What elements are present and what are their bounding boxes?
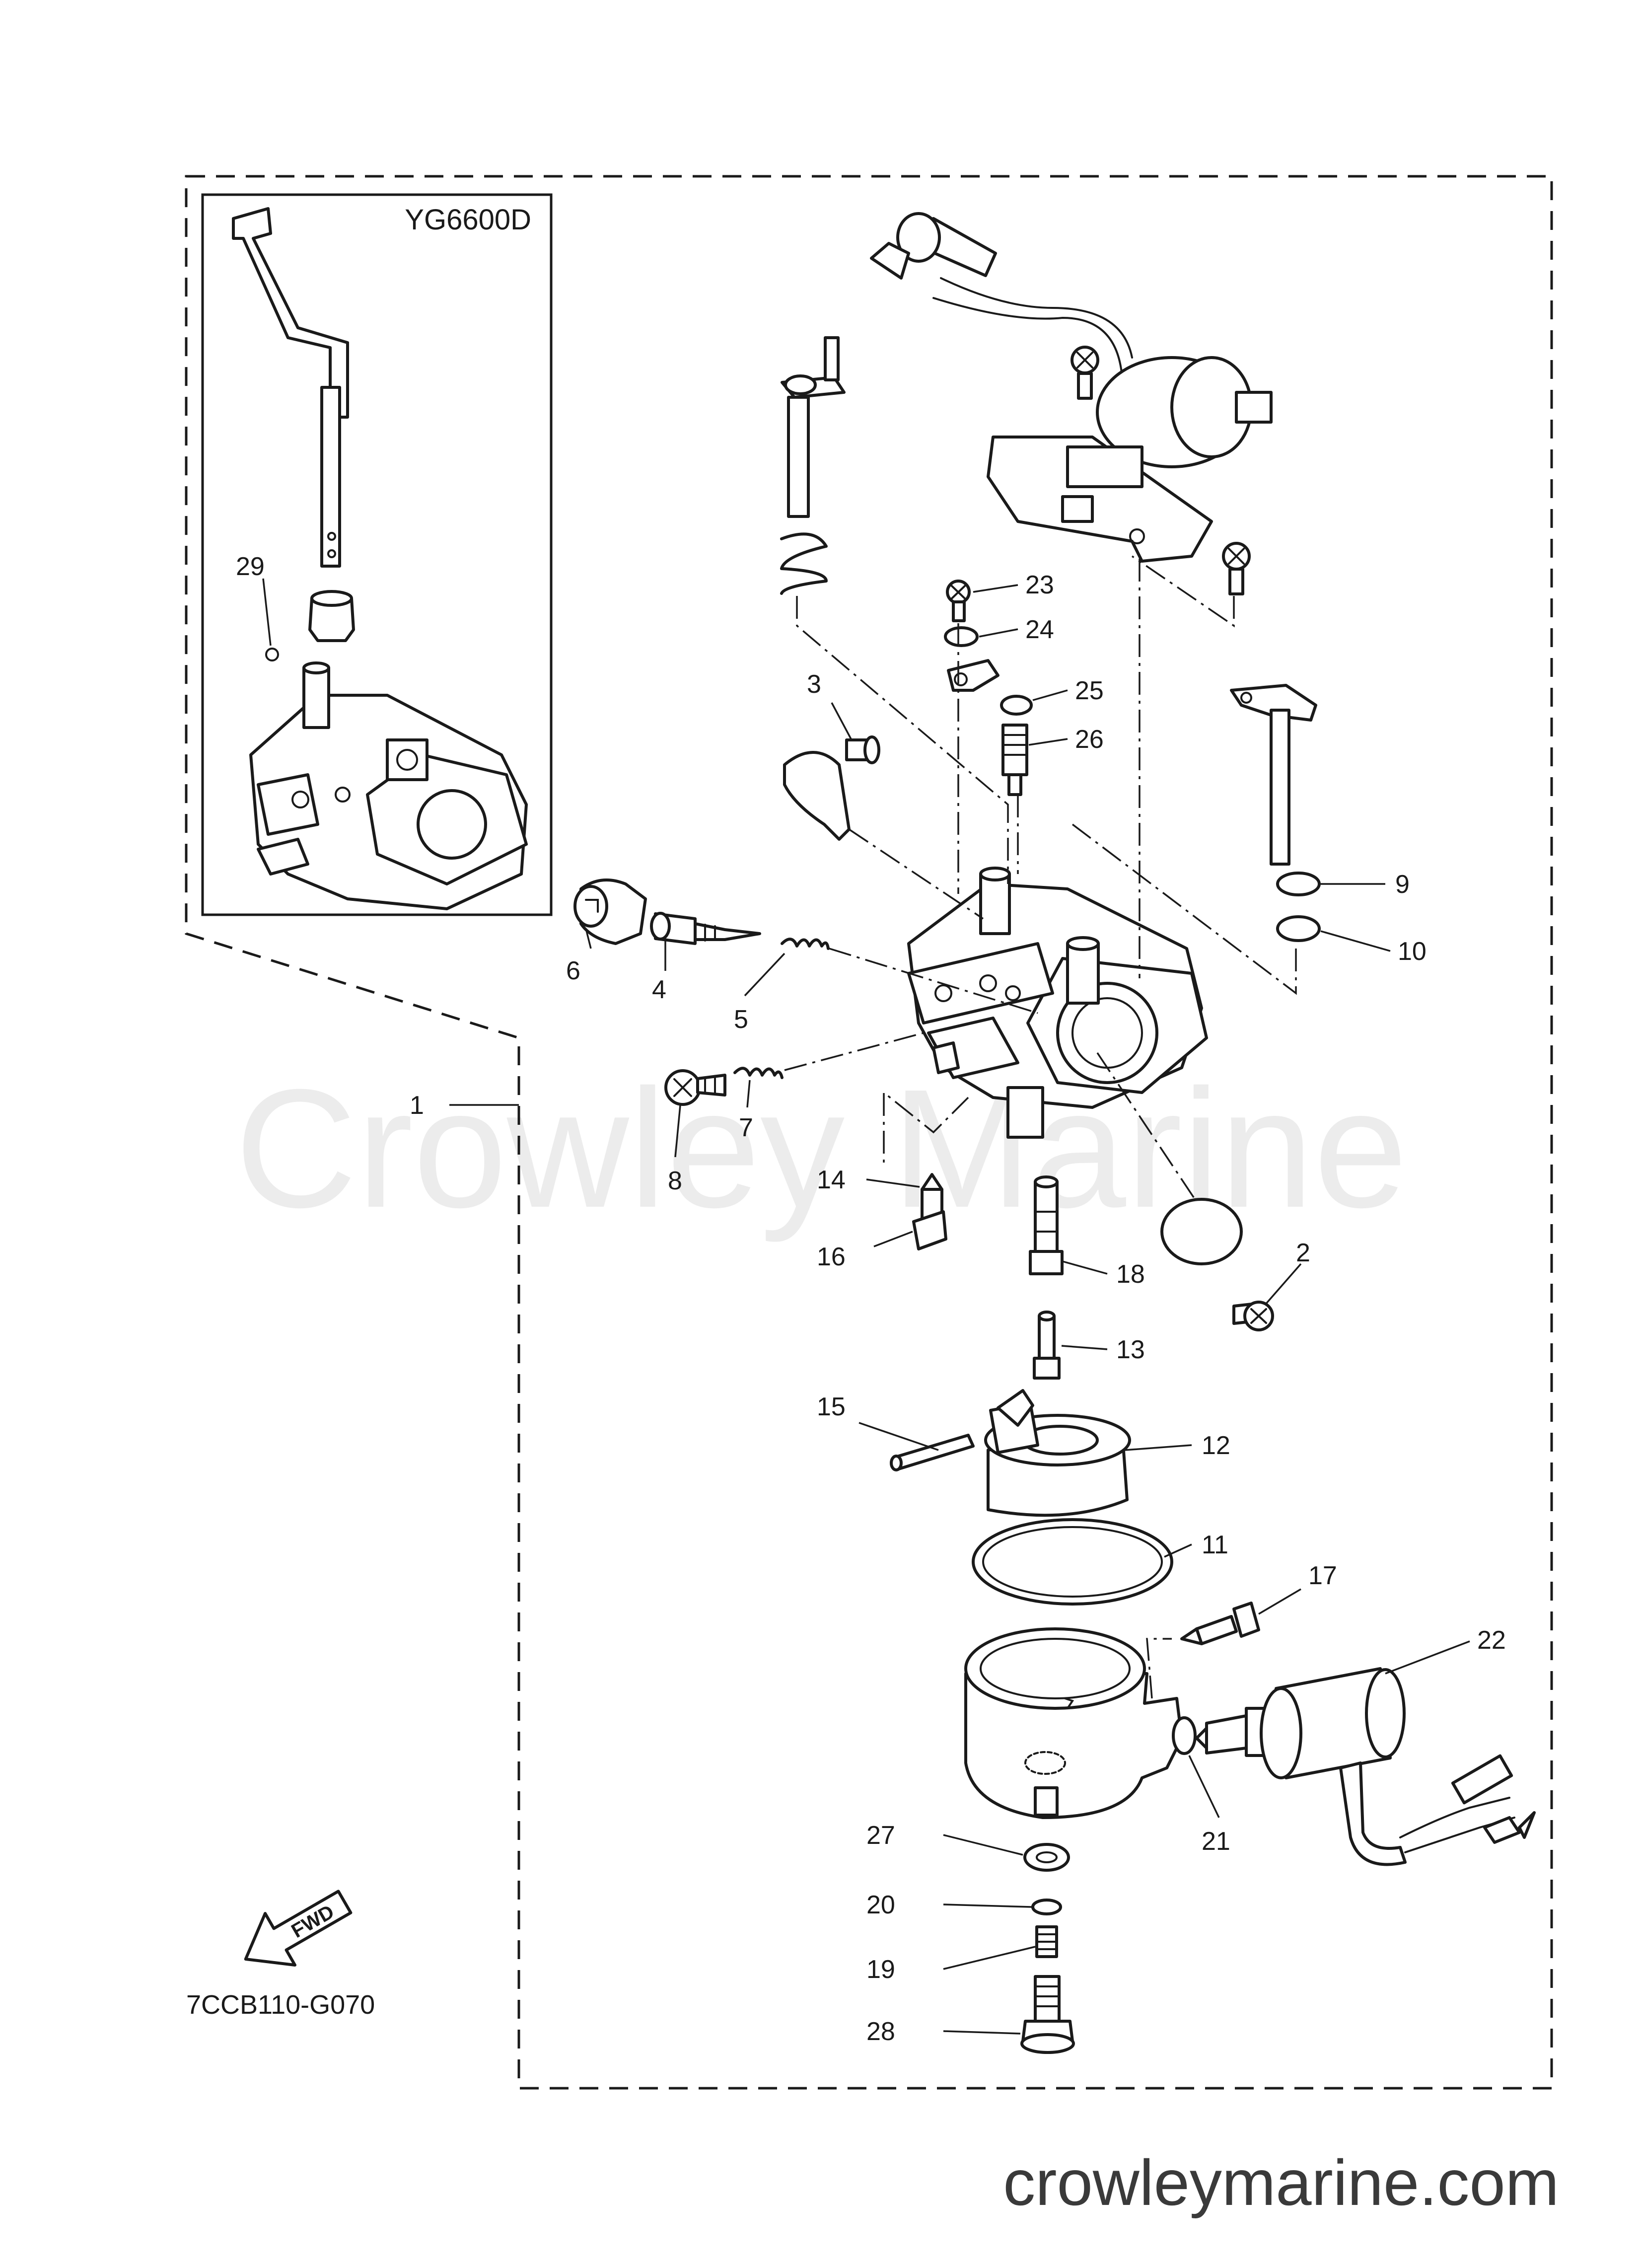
part-10-seal <box>1276 915 1321 942</box>
callout-9: 9 <box>1395 870 1410 899</box>
part-24b-plate <box>947 659 999 692</box>
callout-4: 4 <box>652 975 666 1004</box>
part-28-drain-bolt <box>1020 1975 1075 2054</box>
callout-18: 18 <box>1116 1260 1145 1289</box>
callout-8: 8 <box>668 1167 682 1195</box>
callout-10: 10 <box>1398 937 1427 966</box>
part-14-float-needle <box>921 1173 943 1221</box>
fwd-arrow: FWD <box>244 1890 353 1967</box>
callout-2: 2 <box>1296 1239 1310 1267</box>
carburetor-body <box>907 867 1208 1139</box>
callout-23: 23 <box>1025 571 1054 599</box>
callout-22: 22 <box>1477 1626 1506 1655</box>
callout-25: 25 <box>1075 676 1104 705</box>
part-26-valve <box>1001 724 1028 796</box>
part-16-clip <box>912 1210 947 1250</box>
part-9-seal <box>1276 872 1321 896</box>
callout-26: 26 <box>1075 725 1104 754</box>
footer-url: crowleymarine.com <box>1003 2146 1559 2219</box>
inset-cap <box>308 590 355 642</box>
part-27-gasket <box>1023 1843 1070 1872</box>
part-17-screw <box>1180 1602 1260 1645</box>
part-13-main-jet <box>1033 1311 1061 1380</box>
screw-top-1 <box>1071 346 1099 400</box>
callout-labels: 1 2 3 4 5 6 7 8 9 10 11 12 13 14 15 16 1… <box>236 552 1506 2046</box>
callout-7: 7 <box>739 1113 753 1142</box>
callout-5: 5 <box>734 1005 748 1034</box>
callout-11: 11 <box>1202 1531 1228 1559</box>
callout-16: 16 <box>817 1243 846 1271</box>
inset-box <box>201 193 553 916</box>
callout-17: 17 <box>1308 1561 1337 1590</box>
part-24-washer <box>944 626 979 647</box>
callout-1: 1 <box>410 1091 424 1120</box>
part-6-cap <box>573 878 647 945</box>
callout-14: 14 <box>817 1166 846 1194</box>
assembly-guide-lines <box>784 555 1297 1699</box>
part-25-o-ring <box>1000 695 1033 716</box>
callout-24: 24 <box>1025 615 1054 644</box>
float-bowl <box>964 1627 1183 1819</box>
part-8-screw <box>664 1069 726 1106</box>
part-5-spring <box>781 938 830 950</box>
callout-21: 21 <box>1202 1827 1230 1856</box>
part-4-needle <box>650 912 761 945</box>
callout-12: 12 <box>1202 1431 1230 1460</box>
part-22-fuel-cut-solenoid <box>1195 1667 1536 1866</box>
callout-leaders <box>262 578 1470 2035</box>
part-18-main-nozzle <box>1029 1175 1064 1275</box>
assembly-boundary <box>185 175 1553 2090</box>
auto-choke-unit <box>870 212 1273 563</box>
part-2-screw <box>1232 1301 1274 1331</box>
callout-29: 29 <box>236 552 265 581</box>
callout-13: 13 <box>1116 1335 1145 1364</box>
part-21-washer <box>1172 1716 1197 1755</box>
screw-top-2 <box>1222 542 1251 595</box>
inset-choke-lever <box>232 207 349 568</box>
part-11-gasket <box>972 1518 1173 1606</box>
choke-shaft-assembly <box>780 336 846 595</box>
callout-19: 19 <box>866 1955 895 1984</box>
part-15-pin <box>890 1434 975 1471</box>
inset-carburetor-body <box>249 661 528 910</box>
throttle-plate <box>783 751 851 841</box>
part-12-float <box>984 1389 1131 1517</box>
part-2-plate <box>1160 1198 1243 1265</box>
part-7-spring <box>733 1067 784 1079</box>
inset-part-29-ball <box>265 648 279 661</box>
inset-model-label: YG6600D <box>405 204 531 236</box>
part-20-o-ring <box>1031 1899 1062 1915</box>
part-19-jet <box>1035 1925 1058 1958</box>
callout-20: 20 <box>866 1891 895 1919</box>
part-3-screw <box>845 735 880 764</box>
callout-3: 3 <box>807 670 821 699</box>
diagram-code: 7CCB110-G070 <box>186 1990 375 2020</box>
callout-15: 15 <box>817 1392 846 1421</box>
throttle-shaft-right <box>1230 684 1317 866</box>
part-23-screw <box>946 580 971 622</box>
callout-6: 6 <box>566 956 580 985</box>
callout-28: 28 <box>866 2017 895 2046</box>
callout-27: 27 <box>866 1821 895 1850</box>
